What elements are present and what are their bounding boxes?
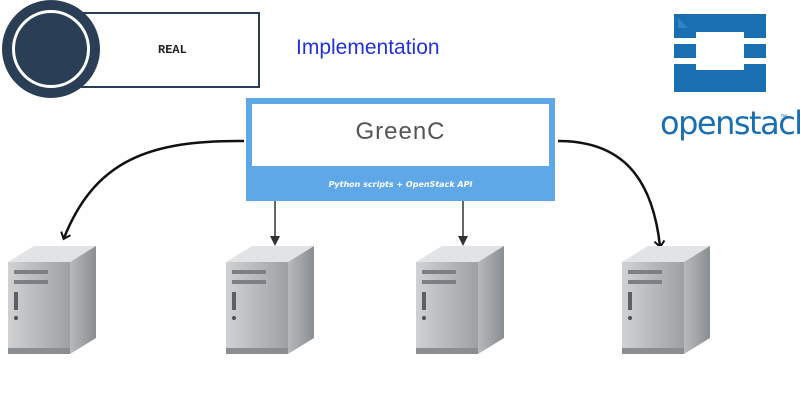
server-3-icon [416, 246, 504, 354]
real-badge-label: REAL [158, 43, 187, 57]
greenc-subtitle: Python scripts + OpenStack API [328, 180, 473, 189]
openstack-wordmark: openstack [660, 104, 800, 142]
greenc-title: GreenC [355, 118, 446, 145]
page-title: Implementation [296, 36, 440, 59]
greenc-title-area [252, 104, 549, 166]
openstack-logo-icon [674, 14, 766, 92]
server-2-icon [226, 246, 314, 354]
server-4-icon [622, 246, 710, 354]
arrow-right-curve [557, 139, 666, 249]
server-1-icon [8, 246, 96, 354]
badge-ring-icon [12, 10, 90, 88]
trademark-mark: ™ [780, 114, 787, 121]
arrow-left-curve [60, 139, 245, 241]
